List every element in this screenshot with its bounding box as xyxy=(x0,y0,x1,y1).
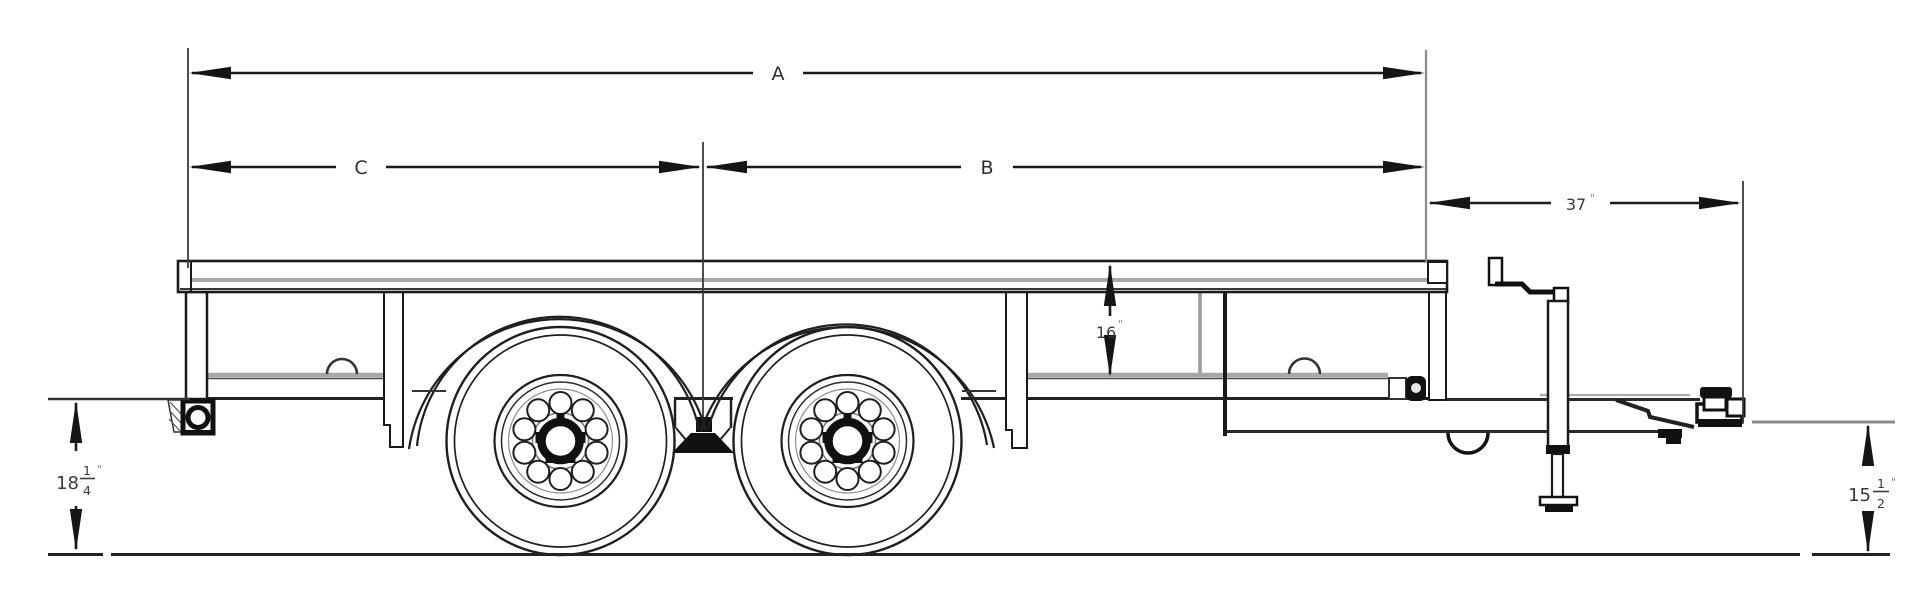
dim-16-unit: " xyxy=(1118,318,1123,331)
dim-18-denominator: 4 xyxy=(83,483,91,498)
dim-18-up-arrow xyxy=(69,401,83,443)
dim-37-value: 37 xyxy=(1566,195,1586,214)
rear-corner-post xyxy=(184,290,209,401)
front-axle-wheel xyxy=(734,327,962,555)
trailer-body xyxy=(167,259,1449,555)
front-fender-outer-arc xyxy=(699,325,996,449)
front-fender-bracket xyxy=(1005,292,1028,449)
dimension-tongue-length-37: 37 " xyxy=(1428,192,1741,214)
extension-lines xyxy=(187,48,1744,423)
side-rail-posts xyxy=(184,282,1447,449)
tongue-jack xyxy=(1487,256,1579,512)
coupler xyxy=(1695,387,1746,427)
dim-a-right-arrow xyxy=(1383,66,1425,80)
deck-top-rail xyxy=(176,259,1449,294)
jack-crank-arm xyxy=(1495,281,1560,295)
dim-16-value: 16 xyxy=(1096,323,1116,342)
dim-18-numerator: 1 xyxy=(83,463,91,478)
jack-outer-tube xyxy=(1546,299,1570,453)
front-marker-light xyxy=(1388,376,1426,401)
rear-tie-down-hook xyxy=(325,357,359,375)
safety-chain-loop xyxy=(1446,432,1490,455)
dim-37-right-arrow xyxy=(1699,196,1741,210)
dim-c-left-arrow xyxy=(189,160,231,174)
rear-fender-inner-arc xyxy=(415,315,701,447)
dim-b-label: B xyxy=(980,157,993,179)
dimension-c-rear-to-axle-center: C xyxy=(189,157,701,179)
dim-15-down-arrow xyxy=(1861,511,1875,553)
chain-bracket-lower xyxy=(1666,437,1681,444)
dim-15-denominator: 2 xyxy=(1877,496,1885,511)
tie-down-hooks xyxy=(325,357,1322,375)
tongue-assembly xyxy=(1227,256,1746,512)
dim-18-unit: " xyxy=(97,463,102,476)
rear-axle-wheel xyxy=(447,327,675,555)
dim-15-up-arrow xyxy=(1861,424,1875,466)
front-tie-down-hook xyxy=(1287,357,1322,375)
jack-crank-grip xyxy=(1487,256,1504,287)
dim-c-label: C xyxy=(354,157,367,179)
rear-marker-light xyxy=(167,398,216,436)
jack-collar xyxy=(1546,445,1570,454)
dim-18-down-arrow xyxy=(69,509,83,551)
dim-b-right-arrow xyxy=(1383,160,1425,174)
frame-rails xyxy=(188,372,1447,400)
rail-right-end-cap xyxy=(1427,261,1448,284)
dimension-a-overall-length: A xyxy=(189,63,1425,85)
dim-b-left-arrow xyxy=(705,160,747,174)
dimension-b-axle-center-to-front: B xyxy=(705,157,1425,179)
dim-15-numerator: 1 xyxy=(1877,476,1885,491)
front-corner-post xyxy=(1428,282,1447,401)
dim-37-left-arrow xyxy=(1428,196,1470,210)
dimension-rear-deck-height-18-1-4: 18 1 4 " xyxy=(56,401,102,551)
dim-15-whole: 15 xyxy=(1848,485,1871,506)
jack-foot-pad xyxy=(1545,505,1573,512)
jack-foot-plate xyxy=(1538,495,1579,507)
dimension-rail-height-16: 16 " xyxy=(1096,264,1123,377)
dim-a-left-arrow xyxy=(189,66,231,80)
chain-bracket xyxy=(1658,429,1682,438)
dim-a-label: A xyxy=(772,63,785,85)
rear-fender-bracket xyxy=(383,292,404,448)
dim-18-whole: 18 xyxy=(56,473,79,494)
dim-c-right-arrow xyxy=(659,160,701,174)
jack-inner-leg xyxy=(1550,452,1565,500)
tongue-taper-brace xyxy=(1615,398,1695,429)
dimension-coupler-height-15-1-2: 15 1 2 " xyxy=(1848,424,1896,553)
dim-15-unit: " xyxy=(1891,476,1896,489)
dim-37-unit: " xyxy=(1590,192,1595,205)
